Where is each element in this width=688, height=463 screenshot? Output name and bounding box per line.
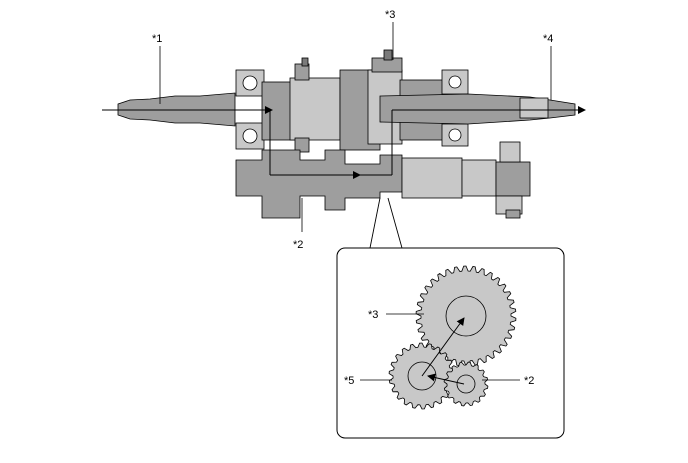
reverse-gear-icon-hub — [445, 295, 487, 337]
label-reverse-gear: *3 — [385, 9, 395, 21]
rear-bearing-upper — [441, 69, 469, 95]
counter-shaft — [235, 149, 403, 219]
detail-label-idler-gear: *5 — [344, 375, 354, 387]
gearbox-cross-section — [117, 49, 576, 219]
label-counter-gear: *2 — [293, 239, 303, 251]
counter-rear-bearing — [461, 159, 497, 197]
detail-leaders — [360, 313, 520, 381]
detail-arrows — [421, 317, 465, 385]
detail-gears — [388, 265, 517, 410]
callout-leaders — [159, 22, 552, 232]
counter-end — [495, 161, 531, 197]
synchro-hub-1 — [289, 77, 341, 141]
detail-label-counter-gear: *2 — [524, 375, 534, 387]
input-gear — [261, 81, 295, 141]
label-output-shaft: *4 — [543, 33, 553, 45]
counter-rear-section — [401, 157, 463, 199]
counter-gear-icon-hub — [456, 374, 476, 394]
power-flow — [102, 106, 586, 179]
detail-label-reverse-gear: *3 — [368, 309, 378, 321]
detail-pointer — [369, 197, 403, 249]
label-input-shaft: *1 — [152, 33, 162, 45]
